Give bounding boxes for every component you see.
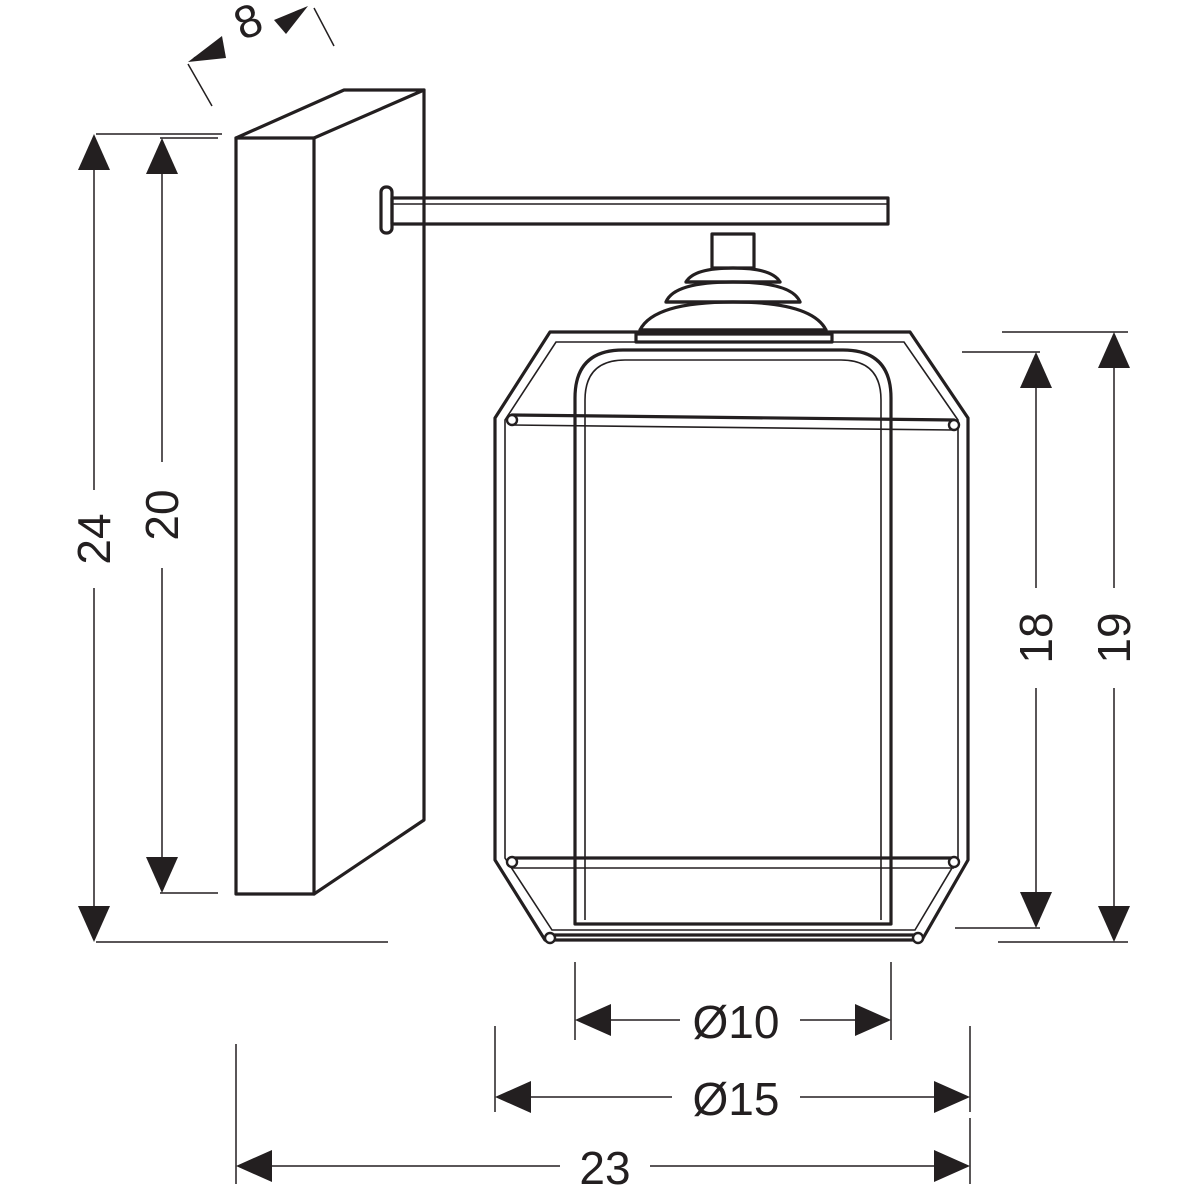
dimension-label-23: 23 — [579, 1142, 630, 1194]
wall-backplate — [234, 88, 426, 896]
dimension-total-height: 24 — [68, 133, 388, 943]
dimension-inner-shade-diameter: Ø10 — [574, 962, 892, 1048]
dimension-label-24: 24 — [68, 513, 120, 564]
dimension-backplate-height: 20 — [136, 137, 218, 894]
dimension-label-20: 20 — [136, 489, 188, 540]
dimension-label-diameter-15: Ø15 — [693, 1073, 780, 1125]
dimension-backplate-depth: 8 — [187, 0, 335, 107]
dimension-outer-cage-height: 19 — [998, 331, 1140, 943]
dimension-label-diameter-10: Ø10 — [693, 996, 780, 1048]
dimension-total-projection: 23 — [235, 1044, 971, 1194]
dimension-outer-cage-diameter: Ø15 — [494, 1026, 971, 1125]
lamp-arm — [379, 185, 890, 235]
inner-shade — [573, 348, 893, 926]
lamp-holder — [634, 232, 834, 344]
dimension-label-18: 18 — [1010, 612, 1062, 663]
dimension-inner-shade-height: 18 — [955, 351, 1062, 929]
outer-cage — [493, 330, 970, 945]
dimension-label-8: 8 — [226, 0, 269, 50]
dimension-label-19: 19 — [1088, 612, 1140, 663]
